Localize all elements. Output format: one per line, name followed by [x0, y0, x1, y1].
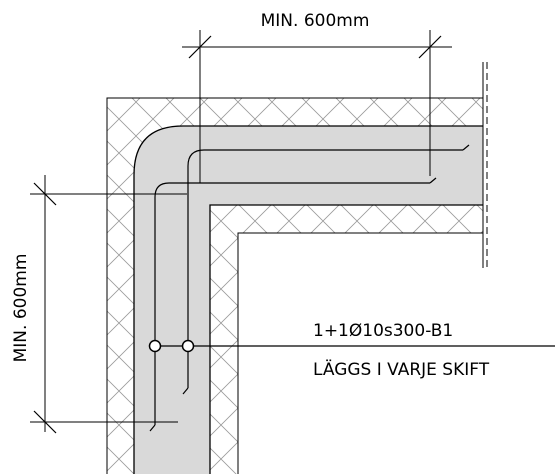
rebar-inner — [187, 149, 463, 388]
break-line — [482, 62, 488, 268]
dim-tick-left — [188, 35, 212, 59]
dimension-vertical: MIN. 600mm — [11, 175, 187, 434]
dim-tick-bottom — [33, 410, 57, 434]
mortar-joint — [133, 125, 483, 474]
dim-tick-top — [33, 182, 57, 206]
rebar-inner-hook-end — [462, 144, 470, 151]
rebar-section-left — [148, 339, 162, 353]
rebar-outer — [154, 182, 430, 425]
rebar-outer-hook-end — [429, 177, 437, 184]
rebar-designation: 1+1Ø10s300-B1 — [313, 321, 453, 341]
rebar-inner-hook-start — [182, 387, 189, 395]
dimension-horizontal: MIN. 600mm — [182, 11, 452, 183]
dimension-horizontal-label: MIN. 600mm — [261, 11, 370, 31]
dim-tick-right — [418, 35, 442, 59]
dimension-vertical-label: MIN. 600mm — [11, 254, 31, 363]
rebar-section-right — [181, 339, 195, 353]
rebar-outer-hook-start — [149, 424, 156, 432]
rebar-note: LÄGGS I VARJE SKIFT — [313, 359, 490, 380]
rebar-callout: 1+1Ø10s300-B1 LÄGGS I VARJE SKIFT — [148, 321, 555, 380]
rebar-bars — [149, 144, 470, 432]
